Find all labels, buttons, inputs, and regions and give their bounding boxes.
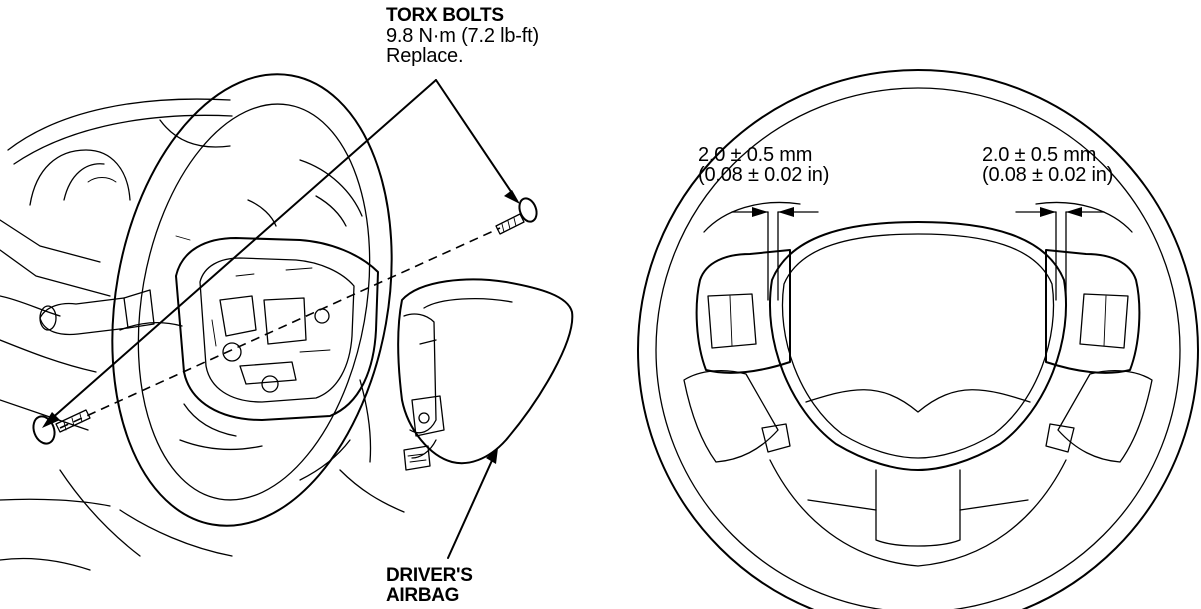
drivers-airbag-label-line2: AIRBAG — [386, 585, 460, 606]
gap-right-in: (0.08 ± 0.02 in) — [982, 164, 1114, 186]
airbag-leader-line — [447, 448, 498, 559]
torx-bolt-right — [495, 197, 538, 235]
steering-wheel-rim — [111, 73, 393, 527]
bolt-axis-line — [59, 227, 501, 429]
signal-stalk — [39, 289, 155, 336]
gap-left-mm: 2.0 ± 0.5 mm — [698, 144, 813, 166]
torx-bolts-title: TORX BOLTS — [386, 5, 504, 26]
front-wheel-spokes — [683, 201, 1153, 567]
gap-left-in: (0.08 ± 0.02 in) — [698, 164, 830, 186]
gap-dimension-right — [1015, 207, 1105, 301]
front-airbag-cover — [768, 221, 1068, 471]
torx-replace-note: Replace. — [386, 45, 464, 67]
torx-leader-lines — [42, 79, 520, 428]
gap-right-mm: 2.0 ± 0.5 mm — [982, 144, 1097, 166]
steering-wheel-hub — [119, 237, 379, 463]
dashboard-outline — [0, 98, 405, 571]
airbag-module — [397, 278, 574, 471]
gap-dimension-left — [731, 207, 819, 301]
front-wheel-rim — [637, 69, 1199, 609]
torx-bolt-left — [32, 409, 91, 445]
drivers-airbag-label-line1: DRIVER'S — [386, 565, 473, 586]
torx-torque-spec: 9.8 N·m (7.2 lb-ft) — [386, 25, 539, 47]
